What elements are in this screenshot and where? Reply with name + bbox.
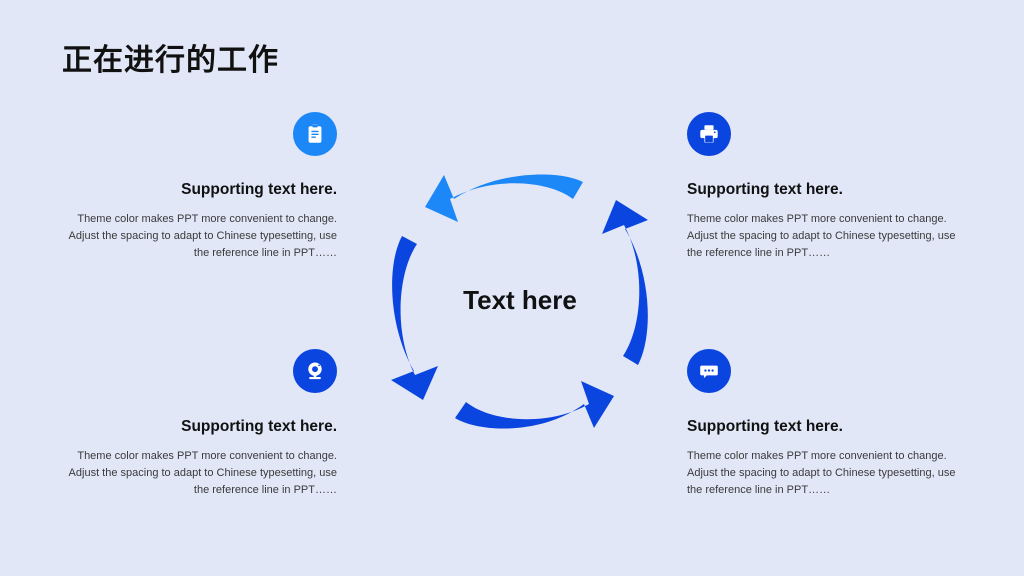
body-line: Adjust the spacing to adapt to Chinese t… [68, 230, 337, 242]
body-line: the reference line in PPT…… [687, 247, 831, 259]
body-line: Theme color makes PPT more convenient to… [687, 213, 947, 225]
quadrant-heading: Supporting text here. [687, 418, 843, 435]
quadrant-heading: Supporting text here. [687, 181, 843, 198]
body-line: Theme color makes PPT more convenient to… [77, 450, 337, 462]
quadrant-body: Theme color makes PPT more convenient to… [45, 211, 337, 262]
cycle-diagram [370, 150, 670, 450]
cycle-arrow-top [425, 174, 583, 222]
printer-icon[interactable] [687, 112, 731, 156]
cycle-arrow-right [602, 200, 648, 365]
quadrant-top-right: Supporting text here. Theme color makes … [687, 112, 979, 262]
body-line: Adjust the spacing to adapt to Chinese t… [687, 230, 956, 242]
clipboard-icon[interactable] [293, 112, 337, 156]
body-line: Adjust the spacing to adapt to Chinese t… [68, 467, 337, 479]
body-line: Theme color makes PPT more convenient to… [77, 213, 337, 225]
page-title: 正在进行的工作 [62, 44, 279, 77]
quadrant-body: Theme color makes PPT more convenient to… [687, 211, 979, 262]
body-line: Theme color makes PPT more convenient to… [687, 450, 947, 462]
body-line: the reference line in PPT…… [193, 484, 337, 496]
quadrant-body: Theme color makes PPT more convenient to… [687, 448, 979, 499]
webcam-icon[interactable] [293, 349, 337, 393]
cycle-arrow-bottom [455, 381, 614, 429]
quadrant-heading: Supporting text here. [181, 181, 337, 198]
body-line: the reference line in PPT…… [193, 247, 337, 259]
quadrant-body: Theme color makes PPT more convenient to… [45, 448, 337, 499]
quadrant-bottom-right: Supporting text here. Theme color makes … [687, 349, 979, 499]
quadrant-bottom-left: Supporting text here. Theme color makes … [45, 349, 337, 499]
chat-bubble-icon[interactable] [687, 349, 731, 393]
body-line: Adjust the spacing to adapt to Chinese t… [687, 467, 956, 479]
cycle-arrow-left [391, 236, 438, 400]
body-line: the reference line in PPT…… [687, 484, 831, 496]
quadrant-heading: Supporting text here. [181, 418, 337, 435]
quadrant-top-left: Supporting text here. Theme color makes … [45, 112, 337, 262]
